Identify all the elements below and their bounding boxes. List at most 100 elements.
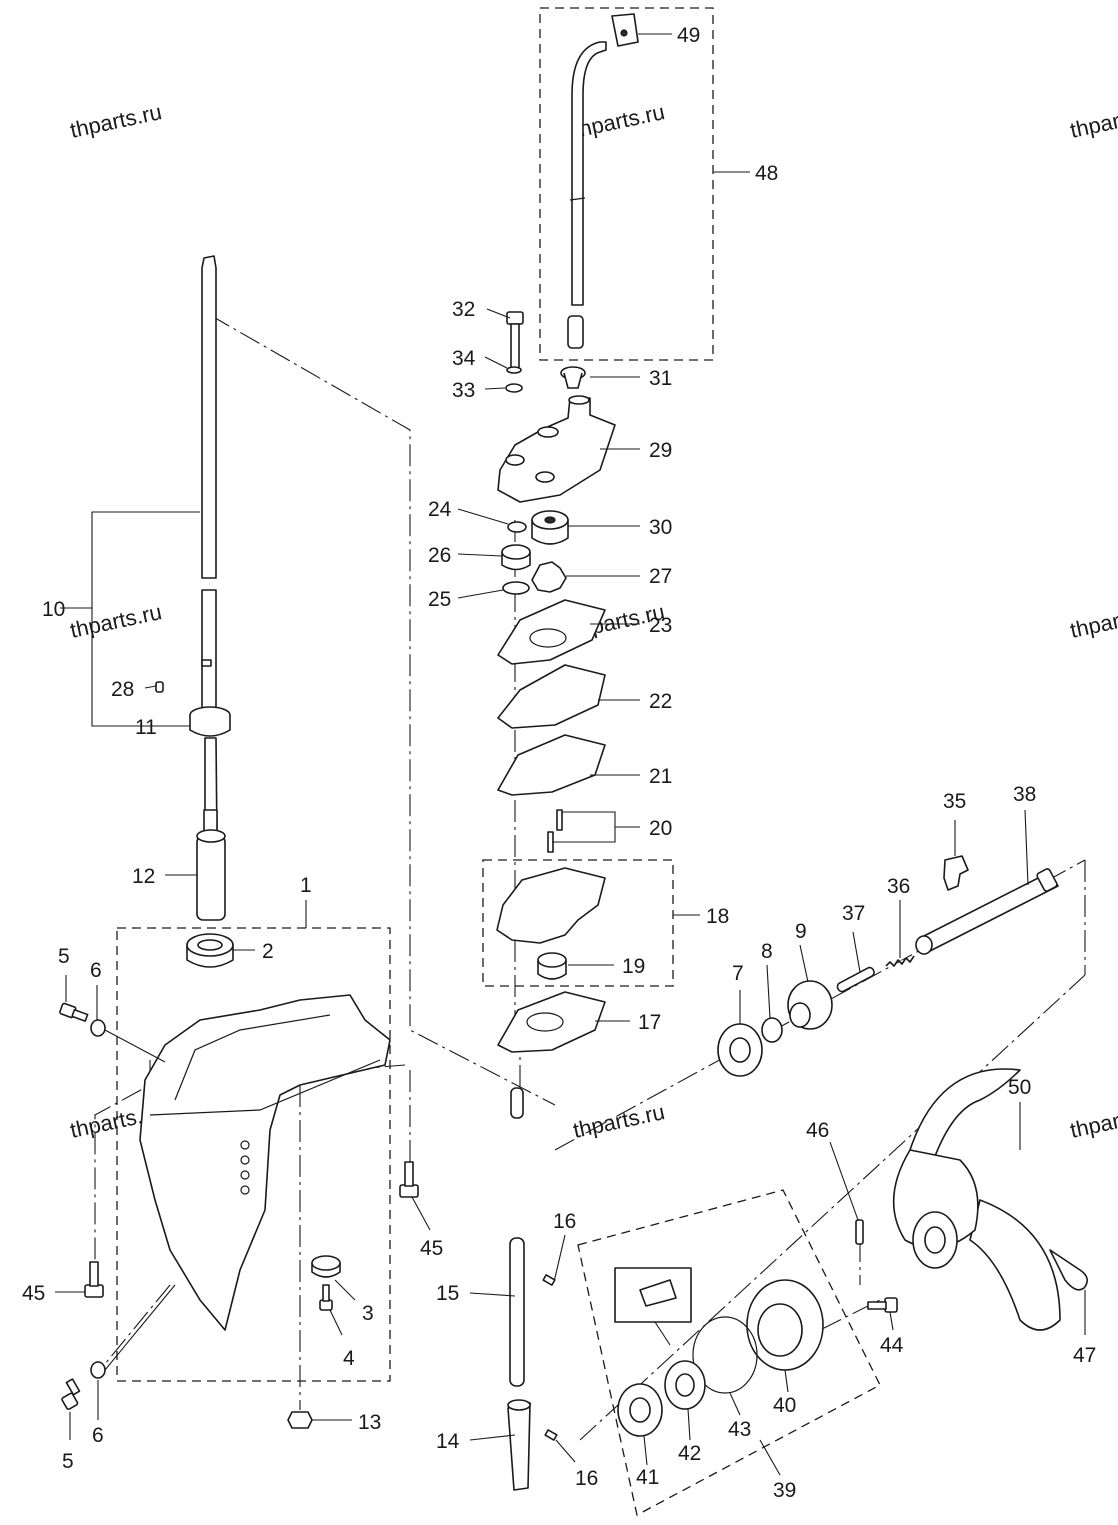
callout-19: 19: [622, 955, 645, 978]
callout-44: 44: [880, 1334, 904, 1357]
bolt-45-left: [84, 1261, 104, 1298]
callout-35: 35: [943, 790, 966, 813]
spring-36: [885, 955, 915, 967]
callout-16-upper: 16: [553, 1210, 576, 1233]
pump-bolt: [505, 311, 524, 393]
callout-6-lower: 6: [92, 1424, 104, 1447]
gear-9: [787, 980, 833, 1030]
group-box-39: [577, 1189, 881, 1516]
pin-16a: [542, 1274, 556, 1286]
callout-42: 42: [678, 1442, 701, 1465]
pin-20a: [556, 809, 563, 831]
gearcase-left-line: [94, 1060, 151, 1265]
callout-46: 46: [806, 1119, 829, 1142]
gear-case: [139, 994, 391, 1331]
propeller-shaft-38: [915, 868, 1059, 955]
shift-rod: [509, 1237, 525, 1387]
bearing-7: [717, 1023, 763, 1077]
callout-1: 1: [300, 874, 312, 897]
o-ring: [502, 581, 530, 595]
callout-49: 49: [677, 24, 700, 47]
callout-2: 2: [262, 940, 274, 963]
pin-28: [155, 681, 164, 693]
callout-5-upper: 5: [58, 945, 70, 968]
leader-lines: [55, 33, 1086, 1476]
callout-45-left: 45: [22, 1282, 45, 1305]
watermark: thparts.ru: [571, 1099, 667, 1143]
washer-6-lower: [90, 1361, 106, 1379]
callout-22: 22: [649, 690, 672, 713]
watermark: thparts.ru: [571, 99, 667, 143]
callout-11: 11: [135, 716, 157, 739]
callout-29: 29: [649, 439, 672, 462]
shift-rod-upper: [510, 1087, 524, 1119]
callout-16-lower: 16: [575, 1467, 598, 1490]
inset-detail: [614, 1267, 692, 1346]
plunger-37: [836, 966, 875, 993]
group-boxes: [116, 7, 881, 1516]
bolt-5-lower: [61, 1378, 81, 1410]
gearcase-lower-line: [99, 1284, 171, 1371]
bearing-2: [186, 933, 234, 968]
o-ring-small: [507, 521, 527, 533]
group-box-18: [482, 859, 674, 987]
cotter-pin-47: [1049, 1249, 1088, 1291]
callout-33: 33: [452, 379, 475, 402]
group-box-48: [539, 7, 714, 361]
callout-18: 18: [706, 905, 729, 928]
plate-18: [496, 867, 606, 944]
callout-24: 24: [428, 498, 452, 521]
driveshaft-center-line: [209, 314, 556, 1106]
washer-6-upper: [90, 1019, 106, 1037]
callout-21: 21: [649, 765, 672, 788]
water-tube: [567, 13, 639, 349]
callout-41: 41: [636, 1466, 659, 1489]
pin-16b: [544, 1429, 558, 1441]
bearing-41: [617, 1383, 663, 1437]
o-ring-43: [692, 1316, 758, 1394]
watermark: thparts.ru: [68, 599, 164, 643]
oil-seal: [501, 544, 531, 571]
watermark: thparts.ru: [68, 99, 164, 143]
callout-32: 32: [452, 298, 475, 321]
callout-7: 7: [732, 962, 744, 985]
gasket-21: [497, 734, 606, 796]
callout-numbers: 49 48 32 34 33 31 29 24 30 26 27 25 23 2…: [22, 24, 1096, 1502]
callout-4: 4: [343, 1347, 355, 1370]
anode-13: [287, 1411, 313, 1429]
pump-insert-cartridge: [531, 510, 569, 545]
bushing-19: [537, 952, 567, 980]
bearing-11: [189, 706, 231, 737]
bolt-44: [867, 1297, 898, 1313]
callout-27: 27: [649, 565, 672, 588]
sleeve-12: [196, 829, 226, 921]
grommet: [560, 366, 586, 389]
watermark: thparts.ru: [1068, 599, 1118, 643]
gasket-17: [497, 991, 606, 1053]
callout-6-upper: 6: [90, 959, 102, 982]
callout-40: 40: [773, 1394, 796, 1417]
gasket-23: [497, 599, 606, 665]
propeller-50: [892, 1068, 1061, 1331]
screw-4: [319, 1284, 333, 1311]
callout-14: 14: [436, 1430, 460, 1453]
group-box-1: [116, 927, 391, 1382]
bolt-45-right: [399, 1161, 419, 1198]
callout-30: 30: [649, 516, 672, 539]
callout-15: 15: [436, 1282, 459, 1305]
callout-12: 12: [132, 865, 155, 888]
drive-shaft: [201, 255, 218, 843]
callout-23: 23: [649, 614, 672, 637]
impeller: [531, 561, 567, 593]
callout-38: 38: [1013, 783, 1036, 806]
callout-17: 17: [638, 1011, 661, 1034]
watermark: thparts.ru: [1068, 1099, 1118, 1143]
callout-25: 25: [428, 588, 451, 611]
callout-9: 9: [795, 920, 807, 943]
callout-50: 50: [1008, 1076, 1031, 1099]
outer-plate-22: [497, 664, 606, 729]
watermark: thparts.ru: [1068, 99, 1118, 143]
bolt-5-upper: [59, 1002, 89, 1022]
callout-8: 8: [761, 940, 773, 963]
